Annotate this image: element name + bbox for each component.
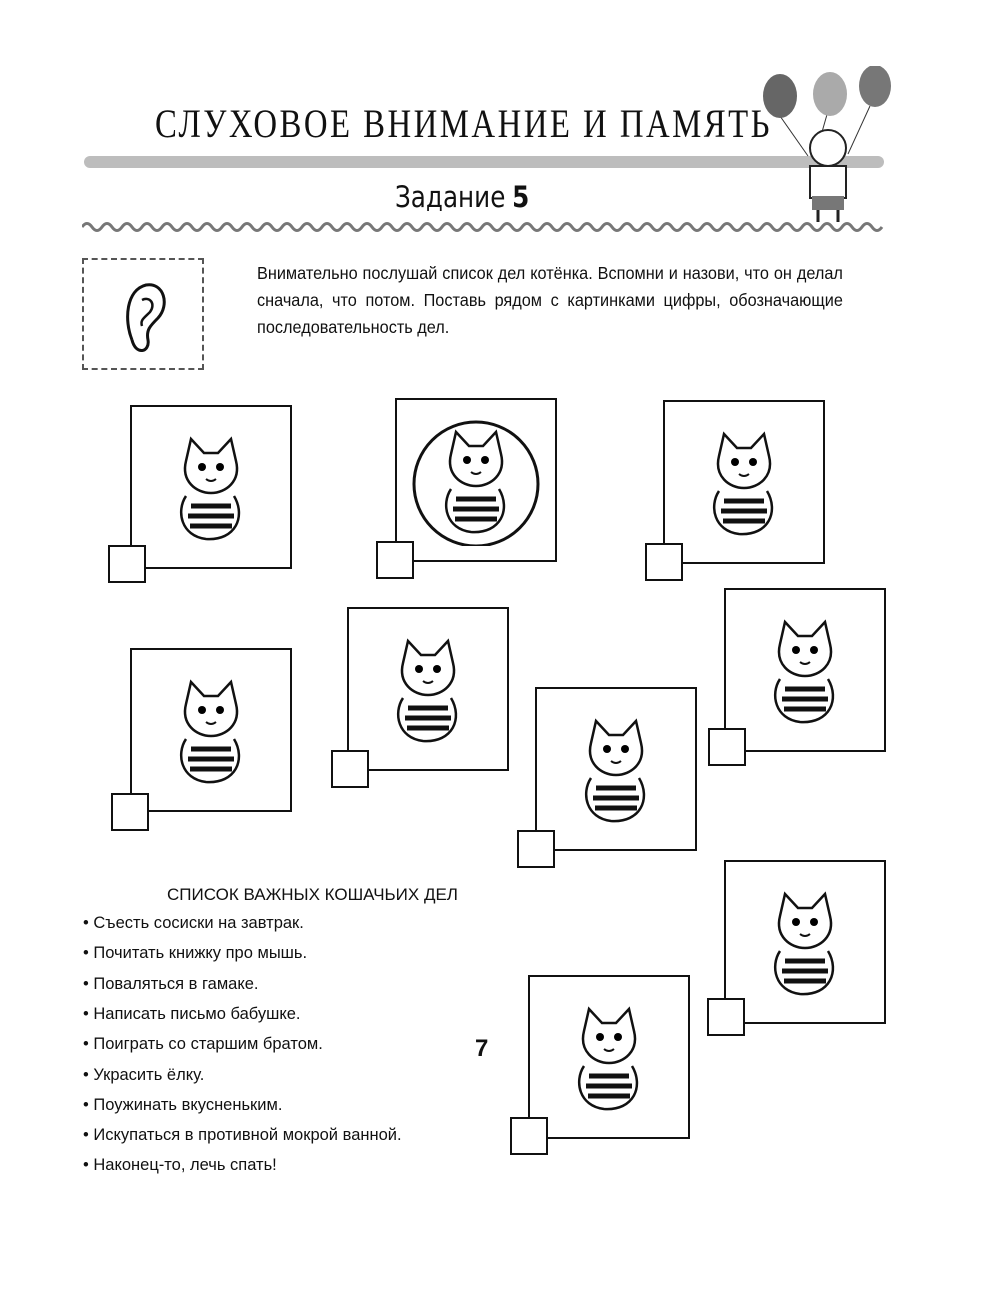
page-number: 7 [475,1035,489,1062]
kitten-illustration [577,1006,639,1111]
wavy-divider [82,222,884,232]
header-divider [84,156,884,168]
list-item: • Почитать книжку про мышь. [83,944,307,963]
list-item-text: Украсить ёлку. [93,1065,205,1084]
answer-box[interactable] [707,998,745,1036]
kitten-illustration [773,891,835,996]
answer-box[interactable] [331,750,369,788]
list-item: • Написать письмо бабушке. [83,1005,301,1024]
kitten-picture [395,398,557,562]
kitten-illustration [412,420,540,546]
list-item-text: Искупаться в противной мокрой ванной. [93,1126,402,1145]
kitten-picture [535,687,697,851]
kitten-picture [347,607,509,771]
task-number: 5 [512,180,530,214]
section-title: СЛУХОВОЕ ВНИМАНИЕ И ПАМЯТЬ [155,101,772,146]
list-item-text: Поиграть со старшим братом. [93,1035,323,1054]
kitten-picture [663,400,825,564]
list-item: • Украсить ёлку. [83,1066,204,1085]
task-label: Задание [395,180,506,214]
list-item: • Наконец-то, лечь спать! [83,1156,277,1175]
answer-box[interactable] [111,793,149,831]
kitten-picture [130,648,292,812]
bullet: • [83,914,89,932]
list-item: • Поиграть со старшим братом. [83,1035,323,1054]
list-item-text: Почитать книжку про мышь. [93,944,308,963]
list-item-text: Поужинать вкусненьким. [93,1095,283,1114]
kitten-picture [528,975,690,1139]
ear-icon [126,283,166,352]
answer-box[interactable] [510,1117,548,1155]
kitten-picture [724,588,886,752]
instruction-text: Внимательно послушай список дел котёнка.… [257,263,843,337]
kitten-picture [724,860,886,1024]
list-item-text: Съесть сосиски на завтрак. [93,914,304,932]
answer-box[interactable] [108,545,146,583]
boy-with-balloons-illustration [763,66,891,222]
kitten-illustration [396,638,458,743]
list-item: • Искупаться в противной мокрой ванной. [83,1126,402,1145]
bullet: • [83,1156,89,1175]
bullet: • [83,1065,89,1084]
kitten-illustration [179,436,241,541]
kitten-illustration [773,619,835,724]
listen-icon-box [82,258,204,370]
list-item: • Поваляться в гамаке. [83,975,259,994]
answer-box[interactable] [376,541,414,579]
bullet: • [83,1126,89,1145]
answer-box[interactable] [708,728,746,766]
kitten-illustration [712,431,774,536]
list-title: СПИСОК ВАЖНЫХ КОШАЧЬИХ ДЕЛ [167,885,458,904]
bullet: • [83,974,89,993]
answer-box[interactable] [517,830,555,868]
bullet: • [83,1035,89,1054]
bullet: • [83,1095,89,1114]
list-item-text: Написать письмо бабушке. [93,1004,301,1023]
kitten-illustration [179,679,241,784]
answer-box[interactable] [645,543,683,581]
list-item-text: Поваляться в гамаке. [93,974,259,993]
list-item-text: Наконец-то, лечь спать! [93,1156,277,1175]
list-item: • Поужинать вкусненьким. [83,1096,282,1115]
list-item: • Съесть сосиски на завтрак. [83,914,304,933]
kitten-illustration [584,718,646,823]
bullet: • [83,944,89,963]
kitten-picture [130,405,292,569]
bullet: • [83,1004,89,1023]
